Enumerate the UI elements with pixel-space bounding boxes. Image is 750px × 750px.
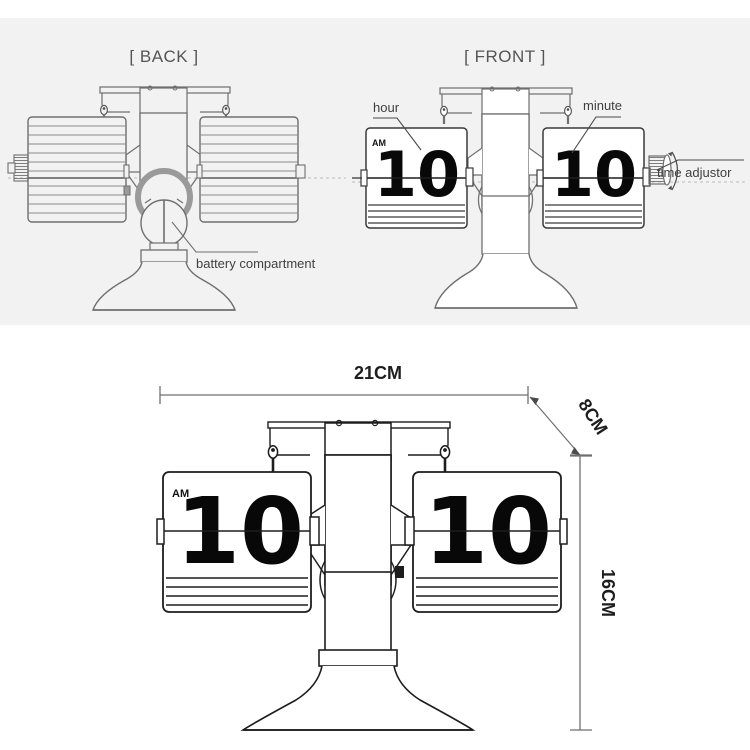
back-view-group: [ BACK ] [7,47,346,311]
front-view-title: [ FRONT ] [464,47,546,66]
callout-time-adjustor: time adjustor [656,159,744,180]
back-base-pedestal [92,249,236,311]
back-adjustor-knob[interactable] [7,154,29,182]
front-pivot-pin-left [440,105,449,124]
callout-hour-label: hour [373,100,400,115]
dimension-height-label: 16CM [598,569,618,617]
big-pivot-pin-left [267,445,279,472]
front-base-pedestal [434,253,578,309]
big-hour-panel: AM 10 [156,471,320,613]
hour-panel-ampm: AM [372,138,386,148]
minute-panel: 10 [536,127,651,229]
front-center-column [467,113,544,255]
dimension-width-label: 21CM [354,363,402,383]
back-card-stack-right [196,116,306,223]
back-view-title: [ BACK ] [129,47,198,66]
big-minute-panel: 10 [404,471,568,613]
dimension-view-group: 21CM 8CM 16CM [156,363,618,731]
hour-panel: AM 10 [352,127,474,229]
big-hour-panel-ampm: AM [172,488,189,500]
big-base-pedestal [240,665,476,731]
big-pivot-pin-right [439,445,451,472]
front-view-group: [ FRONT ] [352,47,748,309]
front-pivot-pin-right [563,105,572,124]
back-card-stack-left [7,116,131,223]
hour-panel-digits: 10 [374,138,460,211]
dimension-height: 16CM [570,455,618,731]
dimension-width: 21CM [159,363,529,404]
big-latch-detail [395,566,404,578]
battery-cover-dial[interactable] [135,168,194,253]
callout-battery-compartment-label: battery compartment [196,256,316,271]
big-clock: AM 10 10 [156,419,568,731]
callout-hour: hour [373,100,422,151]
callout-time-adjustor-label: time adjustor [657,165,732,180]
callout-minute: minute [571,98,622,154]
callout-minute-label: minute [583,98,622,113]
callout-battery-compartment: battery compartment [171,221,316,271]
minute-panel-digits: 10 [551,138,637,211]
